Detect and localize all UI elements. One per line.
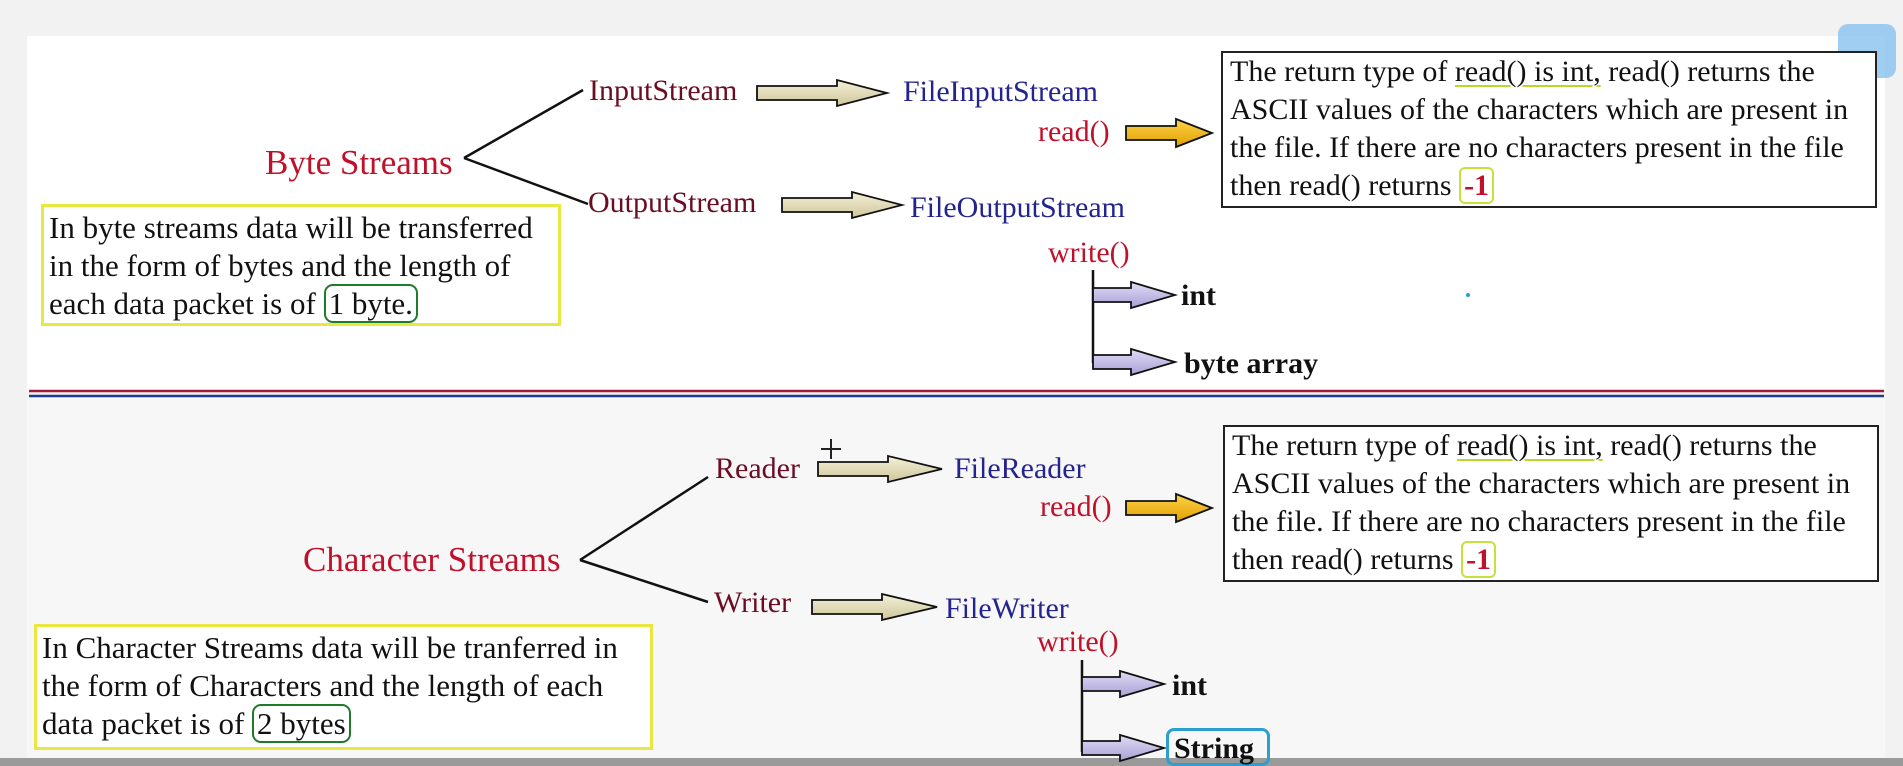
reader-label: Reader	[715, 452, 800, 485]
outputstream-label: OutputStream	[588, 186, 757, 219]
branch-line-output	[463, 156, 589, 206]
char-write-param-string: String	[1174, 732, 1255, 765]
fileinputstream-label: FileInputStream	[903, 75, 1098, 108]
arrow-reader-to-filereader	[817, 454, 943, 484]
byte-read-info-box: The return type of read() is int, read()…	[1221, 51, 1877, 208]
arrow-inputstream-to-fileinputstream	[756, 78, 891, 108]
inputstream-label: InputStream	[589, 74, 738, 107]
filereader-label: FileReader	[954, 452, 1086, 485]
char-write-method: write()	[1037, 625, 1119, 658]
byte-info-part2: read() returns the ASCII values of the c…	[1230, 55, 1849, 202]
byte-info-underlined: read() is int,	[1454, 55, 1601, 88]
character-streams-note: In Character Streams data will be tranfe…	[34, 624, 653, 750]
char-read-method: read()	[1040, 490, 1112, 523]
branch-line-writer	[579, 558, 709, 604]
branch-line-input	[463, 88, 584, 160]
char-info-part2: read() returns the ASCII values of the c…	[1232, 429, 1851, 576]
arrow-outputstream-to-fileoutputstream	[781, 190, 906, 220]
arrow-byte-write-int	[1092, 280, 1179, 310]
char-info-part1: The return type of	[1232, 429, 1457, 462]
char-note-text: In Character Streams data will be tranfe…	[42, 630, 618, 741]
arrow-writer-to-filewriter	[811, 592, 938, 622]
byte-write-param-bytearray: byte array	[1184, 347, 1319, 380]
char-read-info-box: The return type of read() is int, read()…	[1223, 425, 1879, 582]
byte-write-param-int: int	[1181, 279, 1217, 312]
arrow-char-write-string	[1081, 733, 1168, 763]
char-note-highlight: 2 bytes	[252, 704, 351, 743]
byte-info-return-value: -1	[1459, 167, 1495, 204]
byte-write-method: write()	[1048, 236, 1130, 269]
byte-read-method: read()	[1038, 115, 1110, 148]
byte-streams-title: Byte Streams	[265, 143, 453, 182]
arrow-byte-read-to-info	[1125, 117, 1215, 149]
char-write-param-int: int	[1172, 669, 1208, 702]
stray-dot	[1466, 293, 1470, 297]
char-write-param-string-highlight	[1166, 728, 1270, 766]
arrow-char-write-int	[1081, 669, 1168, 699]
filewriter-label: FileWriter	[945, 592, 1069, 625]
crosshair-cursor-icon	[821, 439, 841, 459]
arrow-char-read-to-info	[1125, 492, 1215, 524]
byte-note-text: In byte streams data will be transferred…	[49, 210, 533, 321]
bottom-scroll-strip	[0, 758, 1903, 766]
fileoutputstream-label: FileOutputStream	[910, 191, 1125, 224]
byte-streams-note: In byte streams data will be transferred…	[41, 204, 561, 326]
char-info-underlined: read() is int,	[1456, 429, 1603, 462]
byte-info-part1: The return type of	[1230, 55, 1455, 88]
byte-note-highlight: 1 byte.	[323, 284, 418, 323]
writer-label: Writer	[714, 586, 792, 619]
char-info-return-value: -1	[1461, 541, 1497, 578]
arrow-byte-write-bytearray	[1092, 347, 1179, 377]
branch-line-reader	[579, 475, 709, 562]
character-streams-title: Character Streams	[303, 540, 561, 579]
